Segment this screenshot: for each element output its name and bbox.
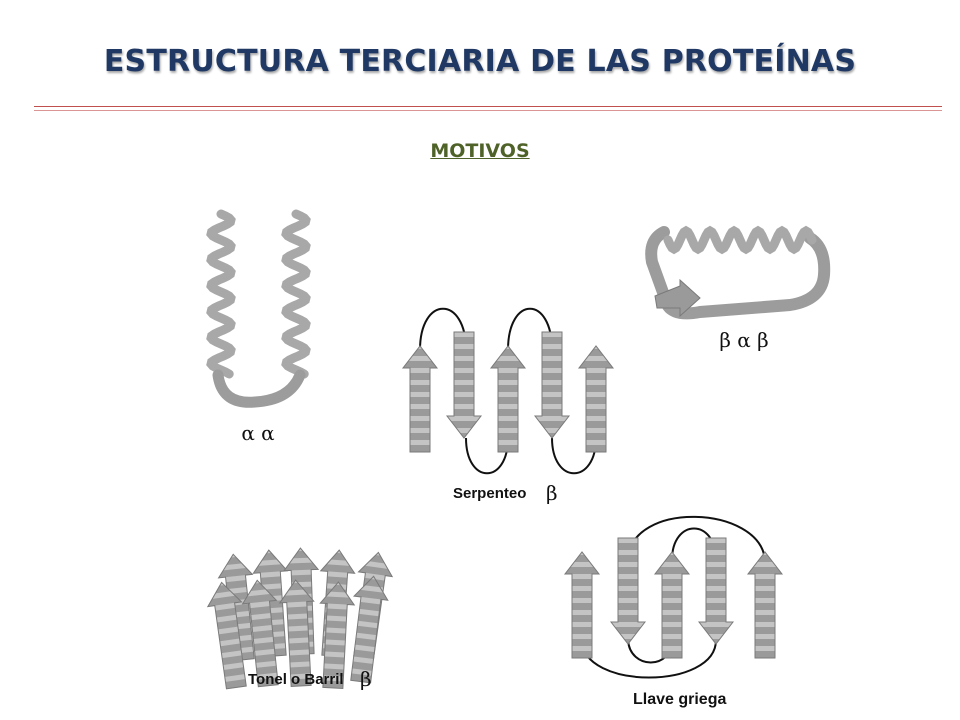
page-title: ESTRUCTURA TERCIARIA DE LAS PROTEÍNAS [103,44,857,79]
beta-strand-down [534,331,570,439]
beta-strand-up [402,345,438,453]
motif-beta-alpha-beta: β α β [645,225,831,352]
helix-connector-loop [212,369,306,408]
gk-strand-down [698,537,734,645]
helix-left [206,209,236,379]
motif-beta-meander: Serpenteo β [402,307,614,505]
bab-strand-arrow [654,278,701,318]
label-tonel-beta: β [360,667,372,691]
bab-helix [663,225,817,255]
gk-loop-outer-top [627,515,766,561]
label-serpenteo-beta: β [546,481,558,505]
title-divider [34,106,942,107]
label-beta-alpha-beta: β α β [719,328,768,352]
motif-beta-barrel: Tonel o Barril β [204,546,396,691]
motif-greek-key: Llave griega [564,515,783,708]
title-divider-secondary [34,110,942,111]
label-llave-griega: Llave griega [633,691,726,708]
gk-strand-down [610,537,646,645]
beta-strand-up [490,345,526,453]
gk-strand-up [654,551,690,659]
gk-strand-up [747,551,783,659]
bab-strand-loop [645,226,831,320]
motif-alpha-alpha: α α [206,209,311,445]
helix-right [281,209,311,379]
gk-loop-outer-bottom [581,639,717,679]
beta-strand-up [578,345,614,453]
label-alpha-alpha: α α [241,421,274,445]
label-serpenteo: Serpenteo [453,485,526,502]
gk-strand-up [564,551,600,659]
section-subtitle: MOTIVOS [430,140,530,162]
beta-strand-down [446,331,482,439]
label-tonel-o-barril: Tonel o Barril [248,671,344,688]
